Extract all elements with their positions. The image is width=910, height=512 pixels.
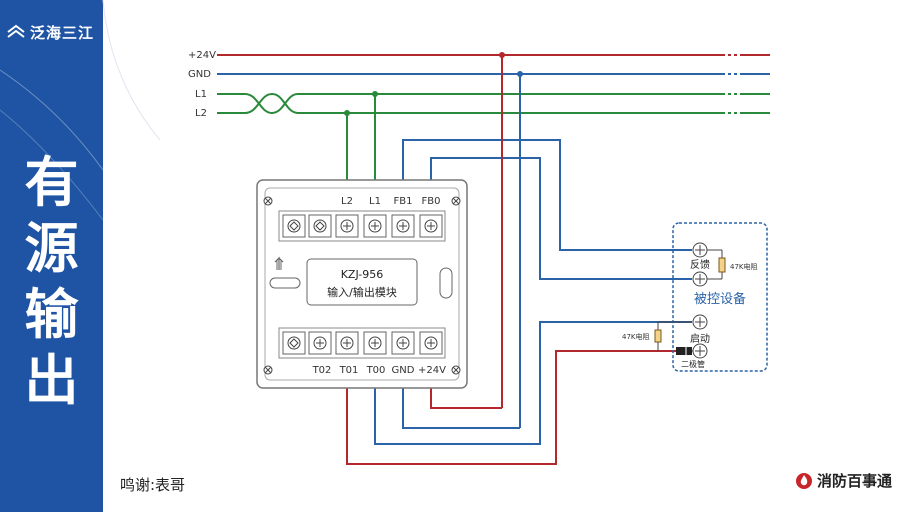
terminal-label-bottom: +24V bbox=[418, 365, 446, 376]
terminal-screw-icon bbox=[419, 214, 443, 238]
module-name: 输入/输出模块 bbox=[327, 285, 397, 299]
terminal-screw-icon bbox=[335, 214, 359, 238]
sidebar: 泛海三江 有 源 输 出 bbox=[0, 0, 103, 512]
output-wires bbox=[346, 321, 692, 465]
corner-screw-icon bbox=[451, 196, 461, 206]
terminal-screw-icon bbox=[391, 331, 415, 355]
brand: 消防百事通 bbox=[795, 470, 892, 491]
terminal-label-bottom: GND bbox=[392, 365, 415, 376]
brand-text: 消防百事通 bbox=[817, 472, 893, 490]
terminal-screw-icon bbox=[308, 214, 332, 238]
corner-screw-icon bbox=[263, 196, 273, 206]
side-slot bbox=[439, 267, 453, 299]
terminal-label-top: L2 bbox=[341, 196, 353, 207]
fire-logo-icon bbox=[796, 472, 812, 489]
resistor-label-right: 47K电阻 bbox=[730, 262, 758, 271]
module-model: KZJ-956 bbox=[341, 268, 384, 281]
corner-screw-icon bbox=[263, 365, 273, 375]
terminal-screw-icon bbox=[391, 214, 415, 238]
terminal-screw-icon bbox=[692, 271, 708, 287]
bus-label-gnd: GND bbox=[188, 69, 211, 80]
terminal-label-bottom: T01 bbox=[339, 365, 359, 376]
terminal-screw-icon bbox=[363, 214, 387, 238]
terminal-screw-icon bbox=[692, 242, 708, 258]
page-title: 有 源 输 出 bbox=[0, 150, 103, 414]
terminal-screw-icon bbox=[692, 343, 708, 359]
bg-curve bbox=[102, 0, 161, 141]
up-arrow-icon bbox=[274, 256, 284, 270]
diode-icon bbox=[676, 347, 692, 355]
bus-label-l2: L2 bbox=[195, 108, 207, 119]
loop-drops bbox=[344, 91, 378, 180]
logo: 泛海三江 bbox=[6, 20, 98, 44]
terminal-label-top: FB0 bbox=[422, 196, 441, 207]
terminal-screw-icon bbox=[363, 331, 387, 355]
bus-lines bbox=[217, 54, 770, 115]
bus-label-24v: +24V bbox=[188, 50, 216, 61]
corner-screw-icon bbox=[451, 365, 461, 375]
logo-icon bbox=[7, 24, 25, 38]
resistor-icon bbox=[654, 329, 662, 343]
terminal-label-top: FB1 bbox=[394, 196, 413, 207]
terminal-screw-icon bbox=[282, 214, 306, 238]
diode-label: 二极管 bbox=[681, 359, 705, 369]
terminal-screw-icon bbox=[692, 314, 708, 330]
terminal-label-bottom: T02 bbox=[312, 365, 332, 376]
feedback-label: 反馈 bbox=[690, 258, 710, 271]
title-char: 输 bbox=[24, 283, 79, 346]
io-module: L2 L1 FB1 FB0 KZJ-956 输入/输出模块 T02 bbox=[256, 179, 468, 389]
credit-text: 鸣谢:表哥 bbox=[120, 476, 186, 494]
device-label: 被控设备 bbox=[694, 291, 746, 307]
start-label: 启动 bbox=[690, 332, 710, 345]
feedback-wires bbox=[402, 139, 692, 280]
terminal-screw-icon bbox=[335, 331, 359, 355]
resistor-icon bbox=[718, 257, 726, 273]
logo-text: 泛海三江 bbox=[30, 23, 95, 42]
bus-label-l1: L1 bbox=[195, 89, 207, 100]
sidebar-decoration bbox=[0, 69, 103, 221]
power-drops bbox=[499, 52, 523, 428]
terminal-label-top: L1 bbox=[369, 196, 381, 207]
title-char: 出 bbox=[24, 349, 79, 412]
terminal-screw-icon bbox=[282, 331, 306, 355]
controlled-device: 反馈 47K电阻 被控设备 启动 47K电阻 二极管 bbox=[622, 222, 768, 372]
terminal-screw-icon bbox=[308, 331, 332, 355]
terminal-label-bottom: T00 bbox=[366, 365, 386, 376]
led-slot bbox=[269, 277, 301, 289]
terminal-screw-icon bbox=[419, 331, 443, 355]
title-char: 有 bbox=[24, 151, 79, 214]
title-char: 源 bbox=[24, 217, 79, 280]
resistor-label-left: 47K电阻 bbox=[622, 332, 650, 341]
